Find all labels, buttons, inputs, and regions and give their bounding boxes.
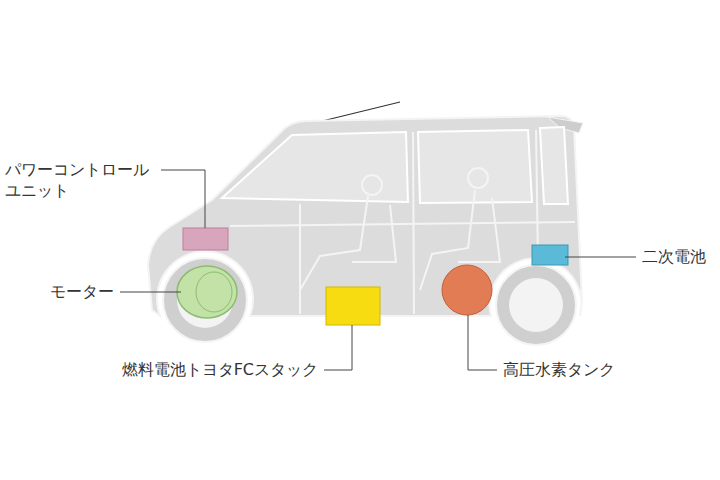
rear-wheel bbox=[496, 265, 576, 345]
callout-label: パワーコントロール ユニット bbox=[5, 160, 155, 202]
power-control-unit bbox=[183, 228, 228, 250]
label-slot: 高圧水素タンク bbox=[503, 360, 615, 381]
label-slot: 燃料電池トヨタFCスタック bbox=[122, 360, 318, 381]
callout-label: 高圧水素タンク bbox=[503, 360, 615, 381]
label-slot: 二次電池 bbox=[642, 247, 706, 268]
callout-label: モーター bbox=[50, 282, 114, 303]
callout-label: 二次電池 bbox=[642, 247, 706, 268]
label-slot: パワーコントロール ユニット bbox=[5, 160, 155, 202]
front-wheel bbox=[163, 258, 247, 342]
secondary-battery bbox=[532, 245, 568, 265]
hydrogen-tank bbox=[442, 265, 492, 315]
label-slot: モーター bbox=[50, 282, 114, 303]
rear-window bbox=[540, 127, 568, 204]
leader-lines bbox=[120, 170, 636, 370]
motor-detail bbox=[196, 272, 232, 312]
motor bbox=[177, 266, 237, 318]
callout-label: 燃料電池トヨタFCスタック bbox=[122, 360, 318, 381]
front-window bbox=[222, 132, 408, 202]
fuel-cell-stack bbox=[326, 287, 380, 325]
